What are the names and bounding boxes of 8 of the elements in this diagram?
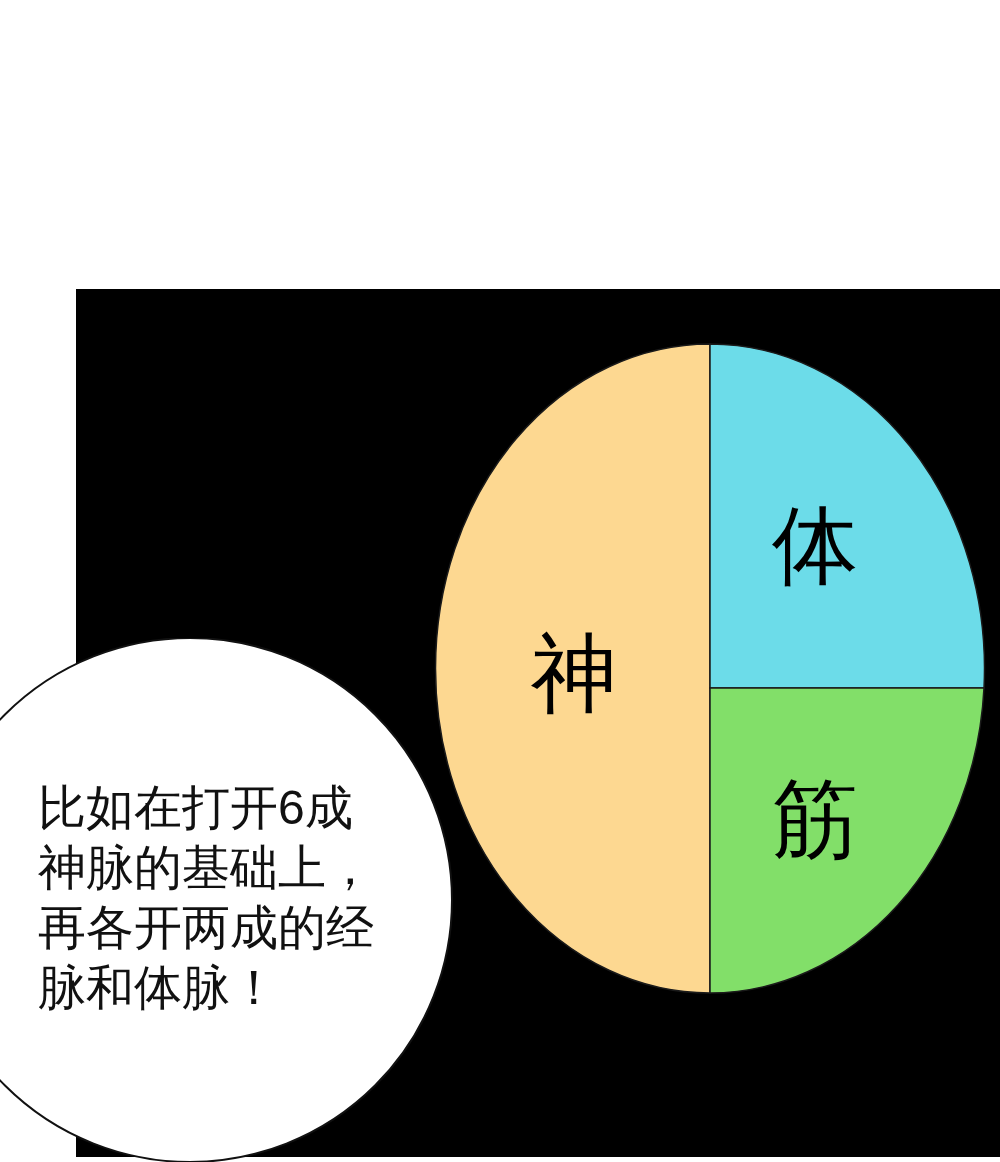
slice-label: 体 [772, 503, 858, 589]
slice-label: 神 [531, 631, 617, 717]
pie-slice [436, 344, 711, 994]
slice-label: 筋 [772, 777, 858, 863]
speech-bubble [0, 638, 454, 1162]
pie-slice [710, 344, 986, 689]
pie-slice [710, 688, 986, 994]
speech-text: 比如在打开6成神脉的基础上，再各开两成的经脉和体脉！ [38, 780, 375, 1016]
